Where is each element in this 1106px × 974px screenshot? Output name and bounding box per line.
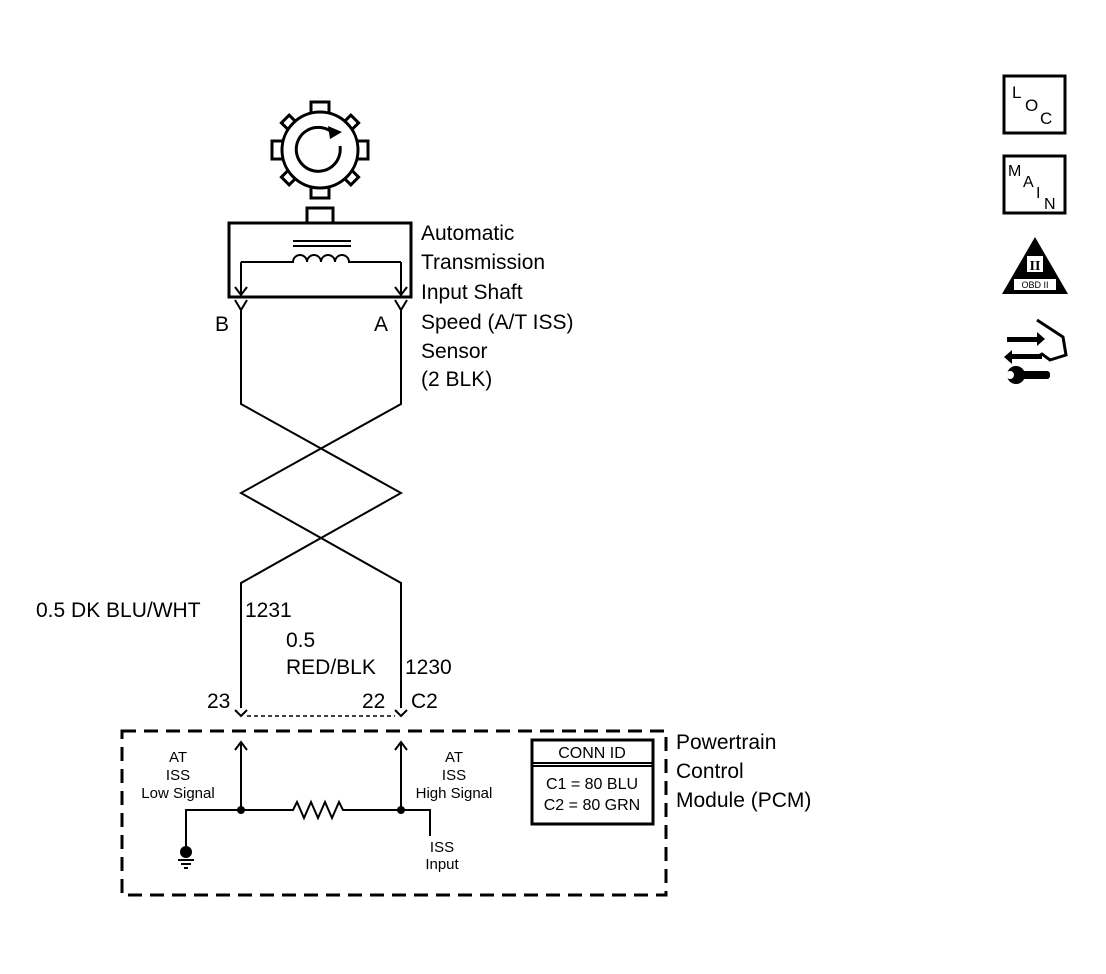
conn-id-row: C2 = 80 GRN: [544, 797, 640, 814]
main-letter: M: [1008, 163, 1021, 180]
low-signal-label: AT: [169, 749, 187, 766]
ground-icon: [178, 846, 194, 869]
wire-left-circuit: 1231: [245, 599, 292, 622]
sensor-label: Transmission: [421, 251, 545, 274]
high-signal-label: High Signal: [416, 785, 493, 802]
obd-ii-icon[interactable]: II OBD II: [1002, 237, 1068, 294]
main-letter: A: [1023, 174, 1034, 191]
low-signal-label: Low Signal: [141, 785, 214, 802]
sensor-label: (2 BLK): [421, 368, 492, 391]
pcm-pin-22: 22: [362, 690, 385, 713]
loc-letter: O: [1025, 96, 1038, 115]
pcm-connector-label: C2: [411, 690, 438, 713]
pin-b-label: B: [215, 313, 229, 336]
sensor-label: Speed (A/T ISS): [421, 311, 574, 334]
pcm-label: Powertrain: [676, 731, 776, 754]
wire-right-spec: RED/BLK: [286, 656, 376, 679]
wire-right-circuit: 1230: [405, 656, 452, 679]
pcm-internal-circuit: [185, 740, 431, 847]
obd-text: OBD II: [1021, 280, 1048, 290]
pin-a-label: A: [374, 313, 388, 336]
pcm-label: Control: [676, 760, 744, 783]
obd-numeral: II: [1030, 259, 1041, 274]
iss-input-label: Input: [425, 856, 459, 873]
wire-right-spec: 0.5: [286, 629, 315, 652]
iss-input-label: ISS: [430, 839, 454, 856]
main-icon[interactable]: M A I N: [1002, 154, 1067, 215]
conn-id-box: CONN ID C1 = 80 BLU C2 = 80 GRN: [530, 738, 655, 826]
reluctor-wheel-icon: [270, 100, 370, 200]
wire-left-spec: 0.5 DK BLU/WHT: [36, 599, 201, 622]
low-signal-label: ISS: [166, 767, 190, 784]
loc-letter: C: [1040, 109, 1052, 128]
conn-id-title: CONN ID: [558, 745, 626, 762]
sensor-label: Sensor: [421, 340, 488, 363]
sensor-coil: [240, 254, 402, 295]
sensor-label: Input Shaft: [421, 281, 523, 304]
loc-icon[interactable]: L O C: [1002, 74, 1067, 135]
loc-letter: L: [1012, 83, 1021, 102]
main-letter: I: [1036, 185, 1040, 202]
high-signal-label: ISS: [442, 767, 466, 784]
twisted-pair-wires: [238, 310, 404, 708]
service-tool-icon[interactable]: [1004, 318, 1068, 384]
resistor: [185, 799, 431, 847]
high-signal-label: AT: [445, 749, 463, 766]
pcm-box: [120, 729, 668, 897]
iss-sensor: [227, 206, 413, 299]
pcm-label: Module (PCM): [676, 789, 811, 812]
sensor-label: Automatic: [421, 222, 514, 245]
pcm-pin-23: 23: [207, 690, 230, 713]
conn-id-row: C1 = 80 BLU: [546, 776, 638, 793]
main-letter: N: [1044, 196, 1056, 213]
